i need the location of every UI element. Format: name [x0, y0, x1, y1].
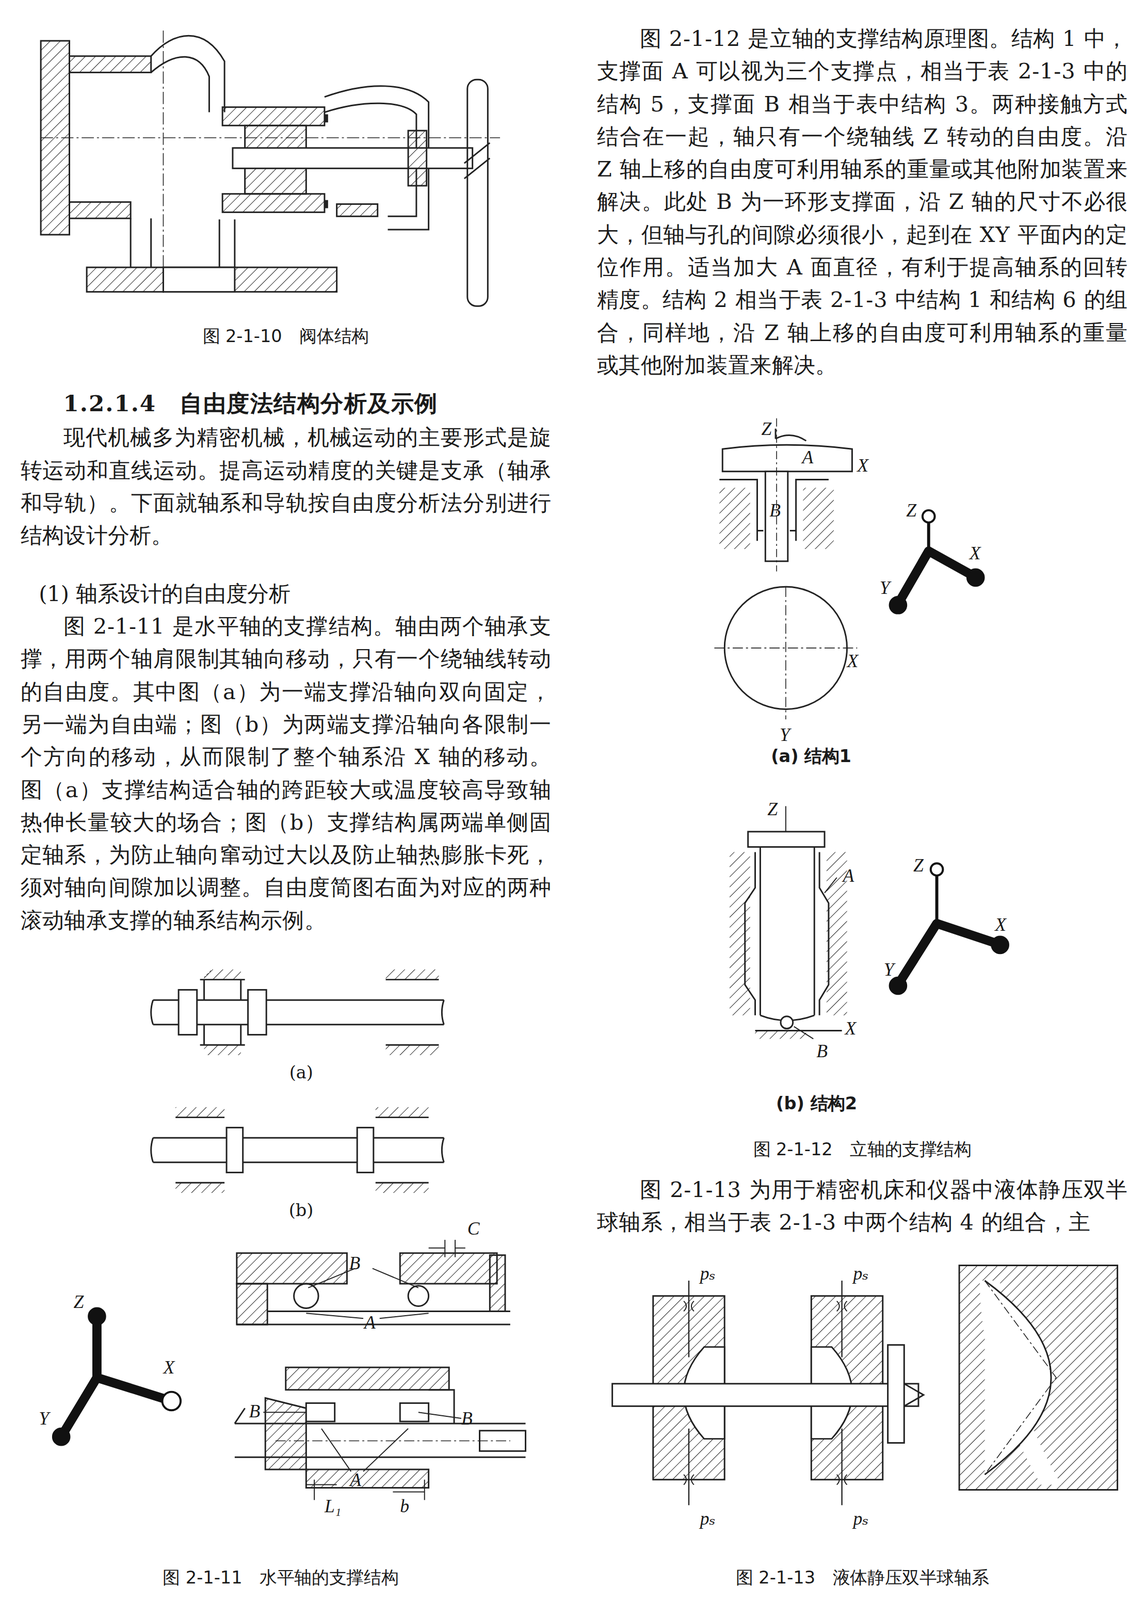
section-heading: 1.2.1.4 自由度法结构分析及示例	[63, 389, 439, 418]
pressure-label: pₛ	[852, 1263, 869, 1284]
axis-label: Y	[883, 959, 895, 980]
axis-label: X	[969, 542, 981, 564]
paragraph: 现代机械多为精密机械，机械运动的主要形式是旋转运动和直线运动。提高运动精度的关键…	[20, 421, 552, 553]
subheading: (1) 轴系设计的自由度分析	[38, 577, 290, 610]
callout-letter: A	[349, 1469, 362, 1491]
shaft-scheme-drawing	[151, 969, 445, 1193]
dimension-label: L₁	[324, 1495, 342, 1517]
subfigure-label: (b) 结构2	[776, 1091, 858, 1115]
axis-label: Z	[761, 418, 772, 440]
figure-caption: 图 2-1-11 水平轴的支撑结构	[162, 1566, 399, 1590]
hydrostatic-bearing-drawing	[612, 1265, 1118, 1506]
subfigure-label: (a)	[289, 1061, 314, 1085]
subfigure-label: (b)	[288, 1199, 314, 1222]
figure-caption: 图 2-1-10 阀体结构	[202, 324, 369, 348]
callout-letter: B	[816, 1040, 828, 1062]
paragraph: 图 2-1-13 为用于精密机床和仪器中液体静压双半球轴系，相当于表 2-1-3…	[596, 1173, 1128, 1239]
paragraph: 图 2-1-11 是水平轴的支撑结构。轴由两个轴承支撑，用两个轴肩限制其轴向移动…	[20, 610, 552, 938]
axis-label: X	[847, 651, 859, 672]
pressure-label: pₛ	[700, 1263, 716, 1284]
dimension-label: b	[399, 1495, 410, 1517]
axis-label: Z	[73, 1292, 84, 1313]
axis-label: Y	[38, 1408, 50, 1429]
callout-letter: A	[364, 1312, 376, 1333]
callout-letter: B	[769, 499, 781, 521]
callout-letter: A	[843, 865, 855, 886]
callout-letter: C	[467, 1218, 480, 1239]
axis-label: Z	[767, 799, 778, 820]
axis-label: Y	[779, 724, 790, 746]
figure-caption: 图 2-1-13 液体静压双半球轴系	[735, 1566, 989, 1590]
vertical-shaft-2	[729, 805, 847, 1039]
axis-label: Z	[913, 854, 924, 876]
paragraph: 图 2-1-12 是立轴的支撑结构原理图。结构 1 中，支撑面 A 可以视为三个…	[596, 22, 1128, 382]
vertical-shaft-1	[714, 418, 858, 720]
axis-label: X	[857, 455, 869, 476]
callout-letter: B	[461, 1408, 473, 1429]
figure-caption: 图 2-1-12 立轴的支撑结构	[753, 1137, 972, 1161]
axis-label: Z	[906, 499, 917, 521]
callout-letter: A	[802, 446, 814, 468]
axis-label: X	[994, 914, 1007, 935]
pressure-label: pₛ	[852, 1508, 869, 1529]
callout-letter: B	[249, 1400, 261, 1422]
callout-letter: B	[348, 1253, 361, 1274]
leader-lines	[263, 1268, 462, 1472]
axis-label: Y	[879, 577, 891, 599]
bearing-drawing	[234, 1239, 526, 1500]
subfigure-label: (a) 结构1	[770, 745, 852, 768]
pressure-label: pₛ	[700, 1508, 716, 1529]
axis-label: X	[163, 1357, 175, 1378]
valve-drawing	[40, 30, 500, 306]
axis-label: X	[845, 1018, 857, 1040]
